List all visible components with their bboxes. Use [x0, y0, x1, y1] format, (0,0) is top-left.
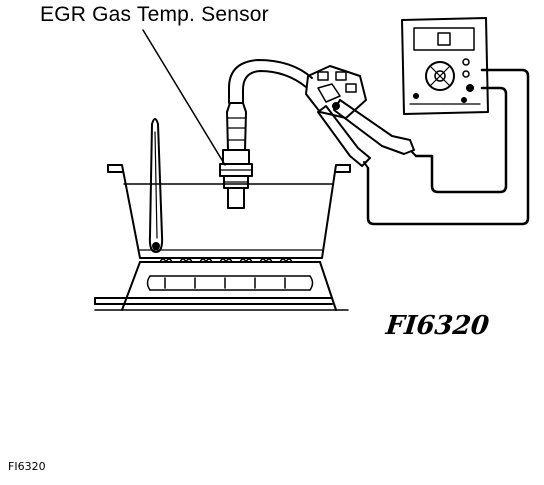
electrical-connector-icon	[306, 66, 366, 118]
base-plate	[95, 298, 348, 310]
meter-test-leads	[368, 70, 528, 224]
figure-reference-code: FI6320	[8, 460, 46, 473]
test-probe-icon	[318, 100, 416, 168]
ohmmeter-icon	[402, 18, 488, 114]
thermometer-icon	[150, 119, 162, 252]
gas-burner-icon	[122, 259, 336, 310]
temperature-sensor-icon	[220, 103, 252, 208]
sensor-callout-label: EGR Gas Temp. Sensor	[40, 3, 269, 26]
water-pot-icon	[108, 165, 350, 258]
sensor-cable	[229, 60, 312, 103]
handwritten-figure-code: FI6320	[384, 311, 491, 341]
callout-leader-line	[143, 30, 225, 165]
